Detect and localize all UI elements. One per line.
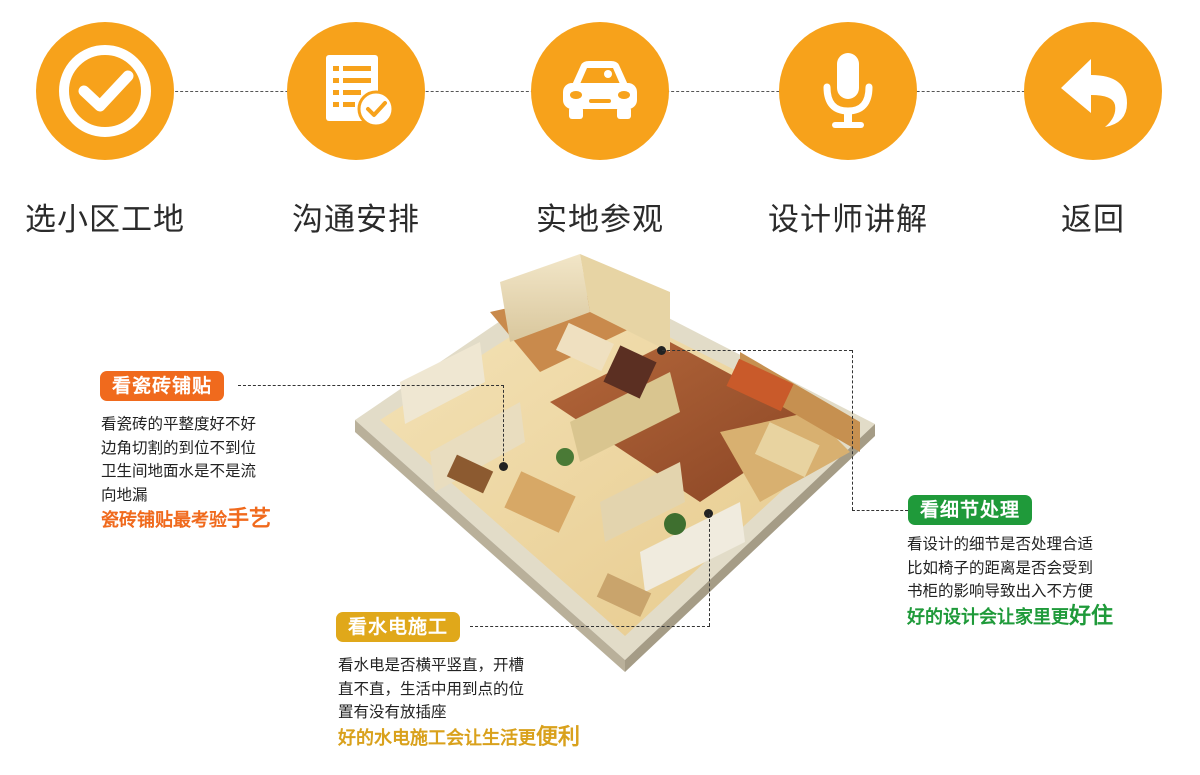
plumbing-connector-horizontal [470, 626, 710, 627]
desc-line: 置有没有放插座 [338, 703, 447, 721]
step-label: 选小区工地 [25, 202, 185, 238]
tiles-description: 看瓷砖的平整度好不好 边角切割的到位不到位 卫生间地面水是不是流 向地漏 瓷砖铺… [101, 413, 271, 533]
details-marker-dot [657, 346, 666, 355]
details-highlight: 好的设计会让家里更好住 [907, 603, 1114, 629]
car-icon [563, 61, 637, 119]
step-circle [1024, 22, 1162, 160]
plumbing-marker-dot [704, 509, 713, 518]
tiles-connector-vertical [503, 385, 504, 466]
step-communicate[interactable]: 沟通安排 [256, 22, 456, 239]
step-select-site[interactable]: 选小区工地 [5, 22, 205, 239]
desc-line: 向地漏 [101, 485, 148, 504]
step-designer-explain[interactable]: 设计师讲解 [748, 22, 948, 239]
checklist-icon [326, 55, 395, 128]
floorplan-3d-illustration [355, 254, 875, 672]
plumbing-connector-vertical [709, 514, 710, 626]
step-label: 返回 [1061, 202, 1125, 238]
step-return[interactable]: 返回 [993, 22, 1193, 239]
checkmark-icon [59, 45, 151, 137]
desc-line: 看瓷砖的平整度好不好 [101, 415, 257, 433]
desc-line: 卫生间地面水是不是流 [101, 462, 257, 480]
step-label: 沟通安排 [292, 202, 420, 238]
step-circle [287, 22, 425, 160]
desc-line: 比如椅子的距离是否会受到 [907, 558, 1094, 577]
plumbing-highlight: 好的水电施工会让生活更便利 [338, 724, 581, 750]
desc-line: 书柜的影响导致出入不方便 [907, 582, 1094, 600]
step-site-visit[interactable]: 实地参观 [500, 22, 700, 239]
plumbing-description: 看水电是否横平竖直，开槽 直不直，生活中用到点的位 置有没有放插座 好的水电施工… [338, 654, 580, 750]
step-circle [779, 22, 917, 160]
desc-line: 看水电是否横平竖直，开槽 [338, 656, 525, 674]
step-circle [531, 22, 669, 160]
step-circle [36, 22, 174, 160]
tiles-marker-dot [499, 462, 508, 471]
details-tag: 看细节处理 [908, 495, 1033, 525]
desc-line: 直不直，生活中用到点的位 [338, 679, 525, 698]
microphone-icon [823, 53, 873, 128]
details-connector-bottom [852, 510, 908, 511]
tiles-highlight: 瓷砖铺贴最考验手艺 [101, 507, 272, 532]
tiles-tag: 看瓷砖铺贴 [100, 371, 225, 401]
return-arrow-icon [1061, 59, 1127, 127]
tiles-connector-horizontal [238, 385, 504, 386]
details-description: 看设计的细节是否处理合适 比如椅子的距离是否会受到 书柜的影响导致出入不方便 好… [907, 533, 1113, 629]
desc-line: 边角切割的到位不到位 [101, 438, 257, 457]
step-label: 设计师讲解 [768, 202, 928, 238]
plumbing-tag: 看水电施工 [336, 612, 461, 642]
step-label: 实地参观 [536, 202, 664, 238]
desc-line: 看设计的细节是否处理合适 [907, 535, 1094, 553]
details-connector-top [662, 350, 852, 351]
details-connector-vertical [852, 350, 853, 510]
